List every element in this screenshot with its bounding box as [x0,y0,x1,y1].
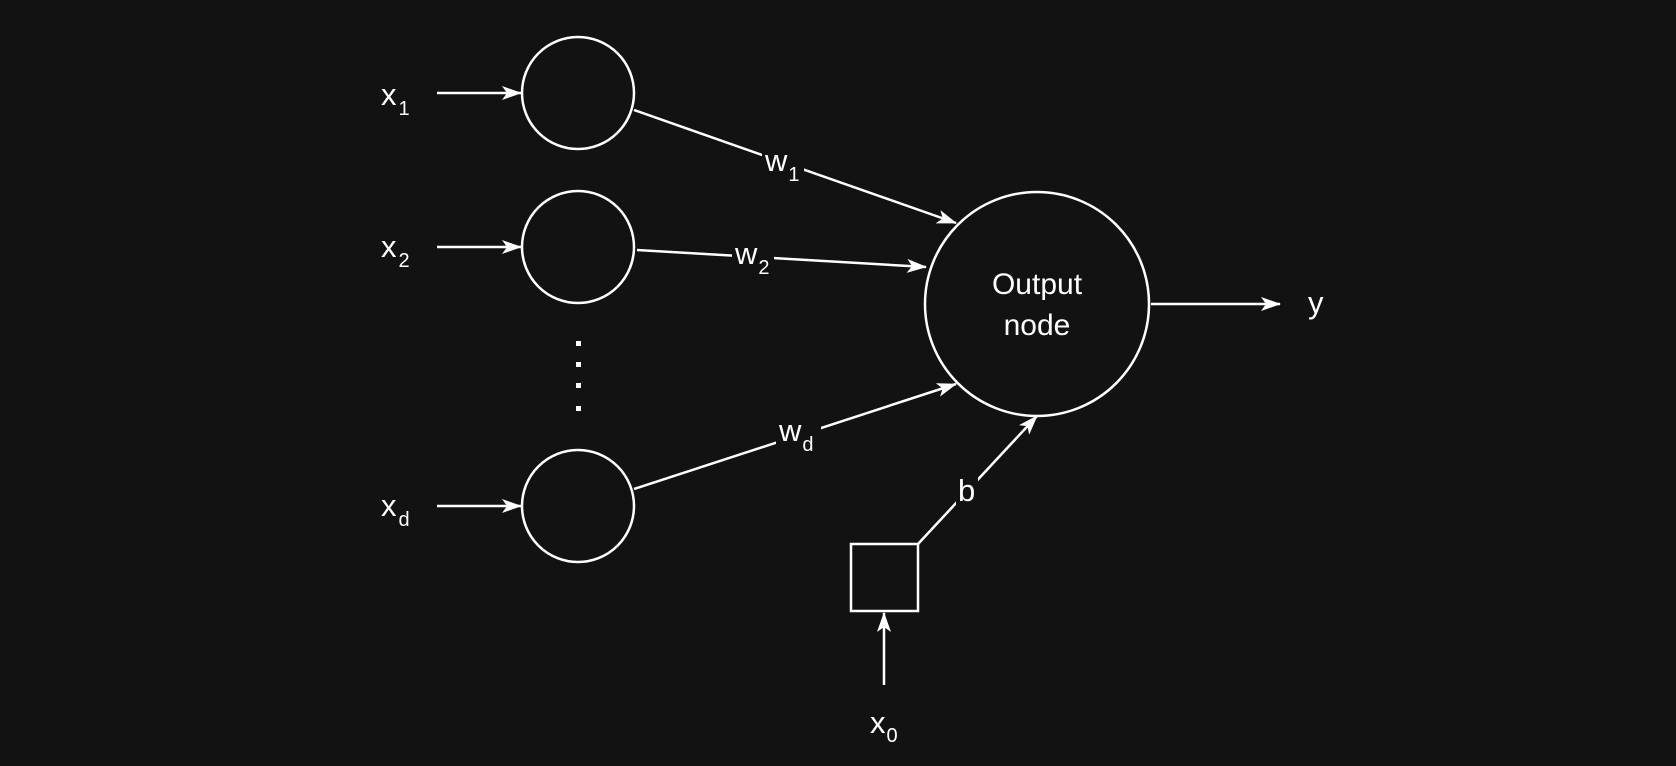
output-label: y [1308,285,1324,320]
output-node-label-line2: node [1004,309,1071,342]
output-node-label-line1: Output [992,268,1083,301]
svg-text:b: b [958,473,975,508]
output-node [923,190,1151,418]
svg-text:w2: w2 [734,236,770,279]
bias-label: b [956,473,978,508]
svg-text:wd: wd [778,413,814,456]
ellipsis [576,341,581,411]
input-node-d [520,448,636,564]
input-node-1 [520,35,636,151]
input-node-2 [520,189,636,305]
svg-text:w1: w1 [764,143,800,186]
weight-label-wd: wd [776,413,821,456]
bias-input-label: x0 [870,705,898,747]
weight-label-w2: w2 [732,236,774,279]
bias-box [849,542,920,613]
edge-w2 [636,248,927,273]
weight-label-w1: w1 [762,143,804,186]
